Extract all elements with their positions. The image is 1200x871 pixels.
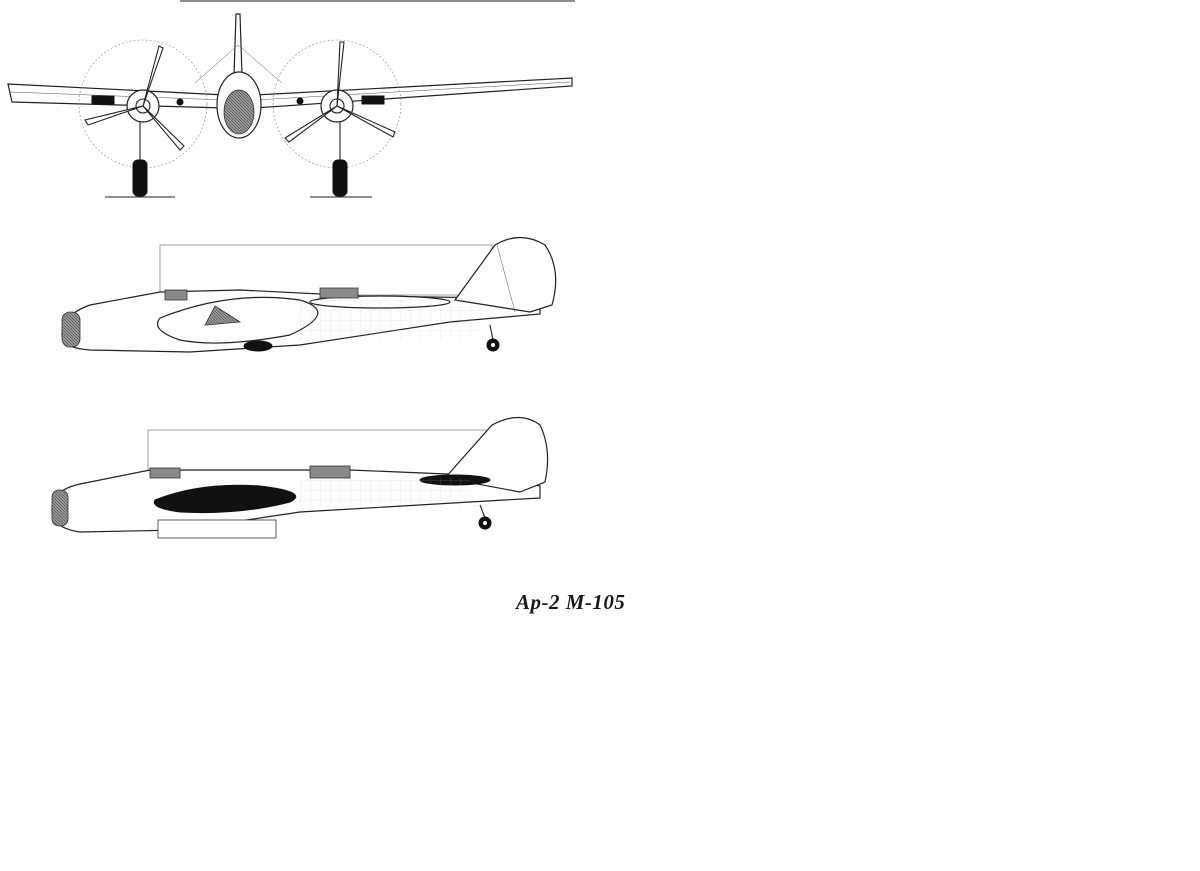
side-middle-nose-glazing — [51, 489, 69, 527]
side-view-upper — [61, 236, 557, 353]
front-prop-blades-right — [284, 41, 396, 143]
front-view — [7, 13, 573, 198]
side-middle-wing-section — [153, 484, 297, 514]
front-wheel-right — [332, 159, 348, 197]
side-upper-fin — [453, 236, 557, 313]
front-wing-right — [254, 77, 573, 109]
side-upper-nose-glazing — [61, 311, 81, 348]
front-fin — [233, 13, 243, 76]
side-middle-fin — [443, 416, 549, 493]
side-view-middle — [51, 416, 549, 539]
front-prop-blades-left — [84, 45, 185, 151]
drawing-title: Ар-2 М-105 — [516, 590, 626, 614]
front-wheel-left — [132, 159, 148, 197]
front-nose-glazing — [223, 89, 255, 135]
